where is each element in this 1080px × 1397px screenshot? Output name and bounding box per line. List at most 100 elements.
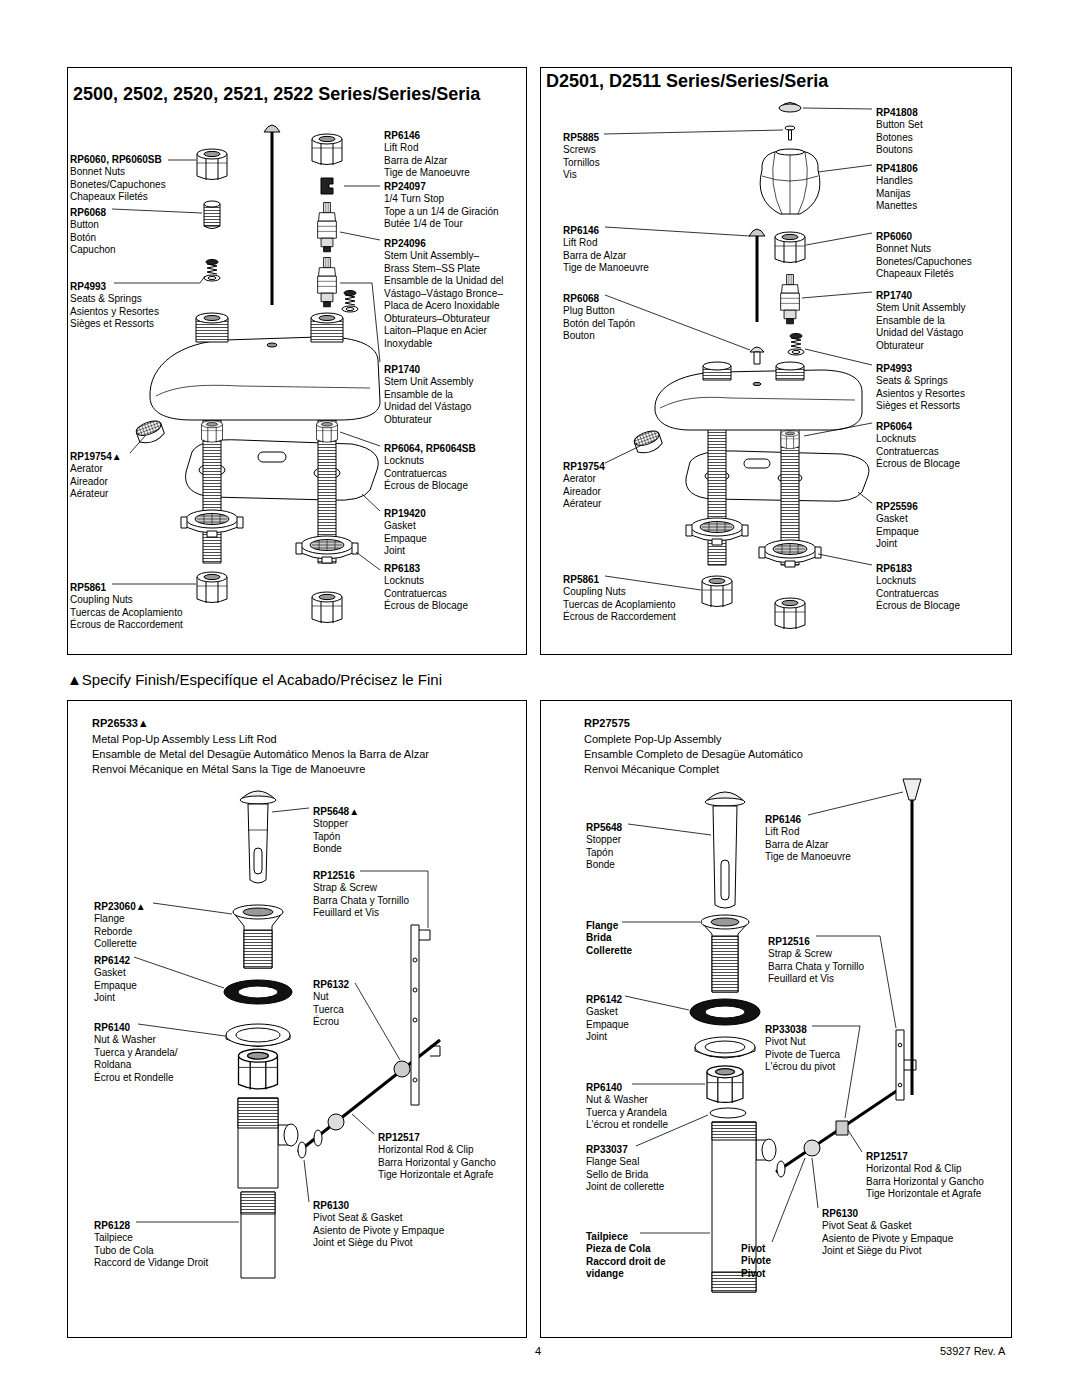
part-description: Barra Chata y Tornillo	[768, 961, 864, 974]
faucet-d2501-series	[703, 362, 731, 370]
callout-group: RP12517Horizontal Rod & ClipBarra Horizo…	[378, 1132, 496, 1182]
pop-up-assembly-complete	[712, 936, 738, 992]
part-description: Ensamble de la	[876, 315, 965, 328]
callout-group: RP5648StopperTapónBonde	[586, 822, 622, 872]
part-description: Écrous de Raccordement	[563, 611, 676, 624]
part-description: Obturateur	[384, 414, 473, 427]
part-number: Collerette	[586, 945, 632, 958]
part-description: Sello de Brida	[586, 1169, 664, 1182]
pop-up-assembly-metal	[244, 930, 272, 968]
pop-up-assembly-complete	[776, 1090, 898, 1172]
part-description: Seats & Springs	[876, 375, 965, 388]
part-description: Aireador	[563, 486, 605, 499]
part-description: Button Set	[876, 119, 923, 132]
pop-up-assembly-metal	[240, 796, 276, 804]
part-description: Tailpiece	[94, 1232, 208, 1245]
pop-up-assembly-complete	[711, 918, 739, 926]
callout-group: RP6130Pivot Seat & GasketAsiento de Pivo…	[822, 1208, 953, 1258]
faucet-d2501-series	[754, 352, 760, 364]
callout-group: RP6146Lift RodBarra de AlzarTige de Mano…	[563, 225, 649, 275]
part-number: RP6146	[384, 130, 470, 143]
pop-up-assembly-metal	[226, 1024, 290, 1046]
callout-group: RP6142GasketEmpaqueJoint	[586, 994, 629, 1044]
part-number: RP6132	[313, 979, 349, 992]
part-description: Aerator	[563, 473, 605, 486]
faucet-d2501-series	[759, 540, 821, 567]
faucet-2500-series	[202, 421, 223, 443]
part-description: Écrous de Blocage	[876, 458, 960, 471]
part-description: 1/4 Turn Stop	[384, 193, 499, 206]
part-number: RP33037	[586, 1144, 664, 1157]
part-number: RP1740	[384, 364, 473, 377]
callout-group: RP6140Nut & WasherTuerca y Arandela/Rold…	[94, 1022, 178, 1085]
callout-group: TailpiecePieza de ColaRaccord droit devi…	[586, 1231, 665, 1281]
callout-group: RP240971/4 Turn StopTope a un 1/4 de Gir…	[384, 181, 499, 231]
pop-up-assembly-complete	[712, 1122, 756, 1292]
pop-up-assembly-complete	[898, 1083, 902, 1087]
part-description: Horizontal Rod & Clip	[866, 1163, 984, 1176]
pop-up-assembly-metal	[236, 1028, 280, 1042]
part-number: RP1740	[876, 290, 965, 303]
part-description: Tige de Manoeuvre	[384, 167, 470, 180]
part-description: Placa de Acero Inoxidable	[384, 300, 504, 313]
faucet-d2501-series	[756, 236, 759, 322]
leader-line	[802, 292, 872, 298]
leader-line	[114, 276, 205, 283]
callout-group: RP19420GasketEmpaqueJoint	[384, 508, 427, 558]
leader-line	[340, 432, 380, 446]
part-description: Flange	[94, 913, 146, 926]
part-description: Manettes	[876, 200, 918, 213]
part-number: RP23060▲	[94, 901, 146, 914]
faucet-2500-series	[196, 313, 228, 323]
callout-group: FlangeBridaCollerette	[586, 920, 632, 958]
leader-line	[605, 295, 750, 350]
faucet-2500-series	[258, 452, 286, 462]
faucet-d2501-series	[788, 334, 804, 356]
parts-panel: D2501, D2511 Series/Series/Seria	[540, 67, 1012, 655]
leader-line	[605, 576, 701, 590]
pop-up-assembly-complete	[712, 1272, 756, 1292]
faucet-2500-series	[342, 291, 358, 313]
part-number: RP5648▲	[313, 806, 359, 819]
part-description: Roldana	[94, 1059, 178, 1072]
leader-line	[344, 186, 380, 187]
part-description: Tapón	[313, 831, 359, 844]
leader-line	[340, 283, 380, 362]
part-description: Chapeaux Filetés	[70, 191, 166, 204]
part-number: RP12516	[313, 870, 409, 883]
part-description: Stopper	[586, 834, 622, 847]
callout-group: RP5861Coupling NutsTuercas de Acoplamien…	[563, 574, 676, 624]
part-number: RP41808	[876, 107, 923, 120]
part-description: Bouton	[563, 330, 635, 343]
part-number: RP6130	[313, 1200, 444, 1213]
part-number: RP4993	[70, 281, 159, 294]
part-number: RP19754	[563, 461, 605, 474]
pop-up-assembly-metal	[238, 1098, 278, 1128]
part-description: Handles	[876, 175, 918, 188]
part-description: Asientos y Resortes	[876, 388, 965, 401]
part-description: Bonnet Nuts	[70, 166, 166, 179]
callout-group: RP19754AeratorAireadorAérateur	[563, 461, 605, 511]
part-description: Nut & Washer	[586, 1094, 668, 1107]
callout-group: RP12517Horizontal Rod & ClipBarra Horizo…	[866, 1151, 984, 1201]
leader-line	[632, 1084, 705, 1085]
pop-up-assembly-metal	[238, 1098, 278, 1188]
pop-up-assembly-complete	[777, 1161, 785, 1177]
pop-up-assembly-metal	[411, 925, 419, 1105]
pop-up-assembly-metal	[430, 1046, 440, 1056]
parts-panel: RP26533▲Metal Pop-Up Assembly Less Lift …	[67, 700, 527, 1338]
faucet-d2501-series	[753, 382, 761, 385]
part-description: Horizontal Rod & Clip	[378, 1144, 496, 1157]
part-number: Pivot	[741, 1243, 771, 1256]
leader-line	[625, 996, 689, 1010]
panel-description: Ensamble Completo de Desagüe Automático	[584, 748, 803, 761]
part-description: Joint	[384, 545, 427, 558]
panel-description: Renvoi Mécanique en Métal Sans la Tige d…	[92, 763, 365, 776]
part-number: RP24097	[384, 181, 499, 194]
callout-group: 53927 Rev. A	[940, 1345, 1005, 1359]
part-description: Botón del Tapón	[563, 318, 635, 331]
part-description: Flange Seal	[586, 1156, 664, 1169]
part-description: Unidad del Vástago	[384, 401, 473, 414]
part-description: Gasket	[94, 967, 137, 980]
